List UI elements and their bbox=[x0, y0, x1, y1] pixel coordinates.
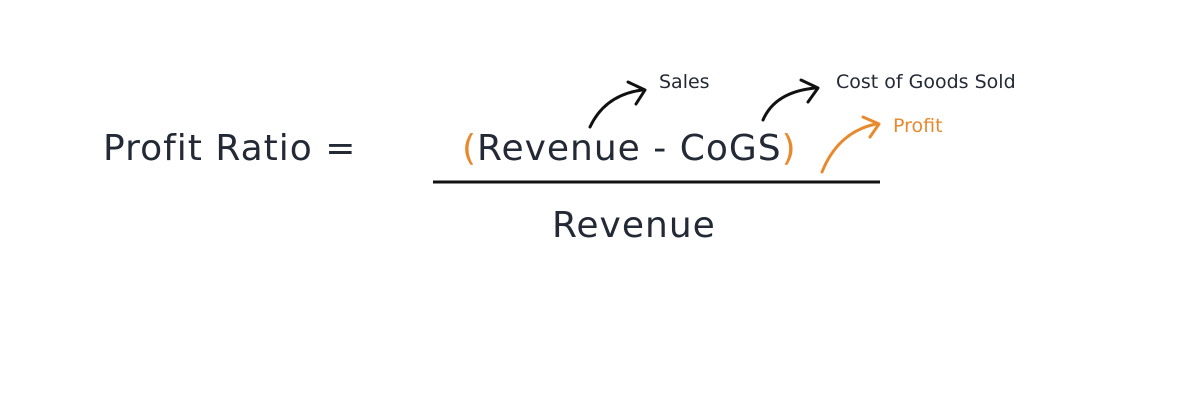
close-paren: ) bbox=[781, 128, 797, 169]
cogs-annotation: Cost of Goods Sold bbox=[836, 71, 1016, 93]
profit-annotation: Profit bbox=[893, 115, 943, 137]
cogs-arrow-icon bbox=[761, 78, 820, 122]
numerator-text: Revenue - CoGS bbox=[477, 128, 782, 169]
profit-arrow-icon bbox=[820, 115, 881, 174]
sales-annotation: Sales bbox=[659, 71, 710, 93]
sales-arrow-icon bbox=[588, 80, 647, 129]
denominator: Revenue bbox=[552, 205, 716, 246]
open-paren: ( bbox=[462, 128, 478, 169]
numerator: (Revenue - CoGS) bbox=[462, 131, 797, 167]
formula-lhs: Profit Ratio = bbox=[103, 128, 357, 169]
